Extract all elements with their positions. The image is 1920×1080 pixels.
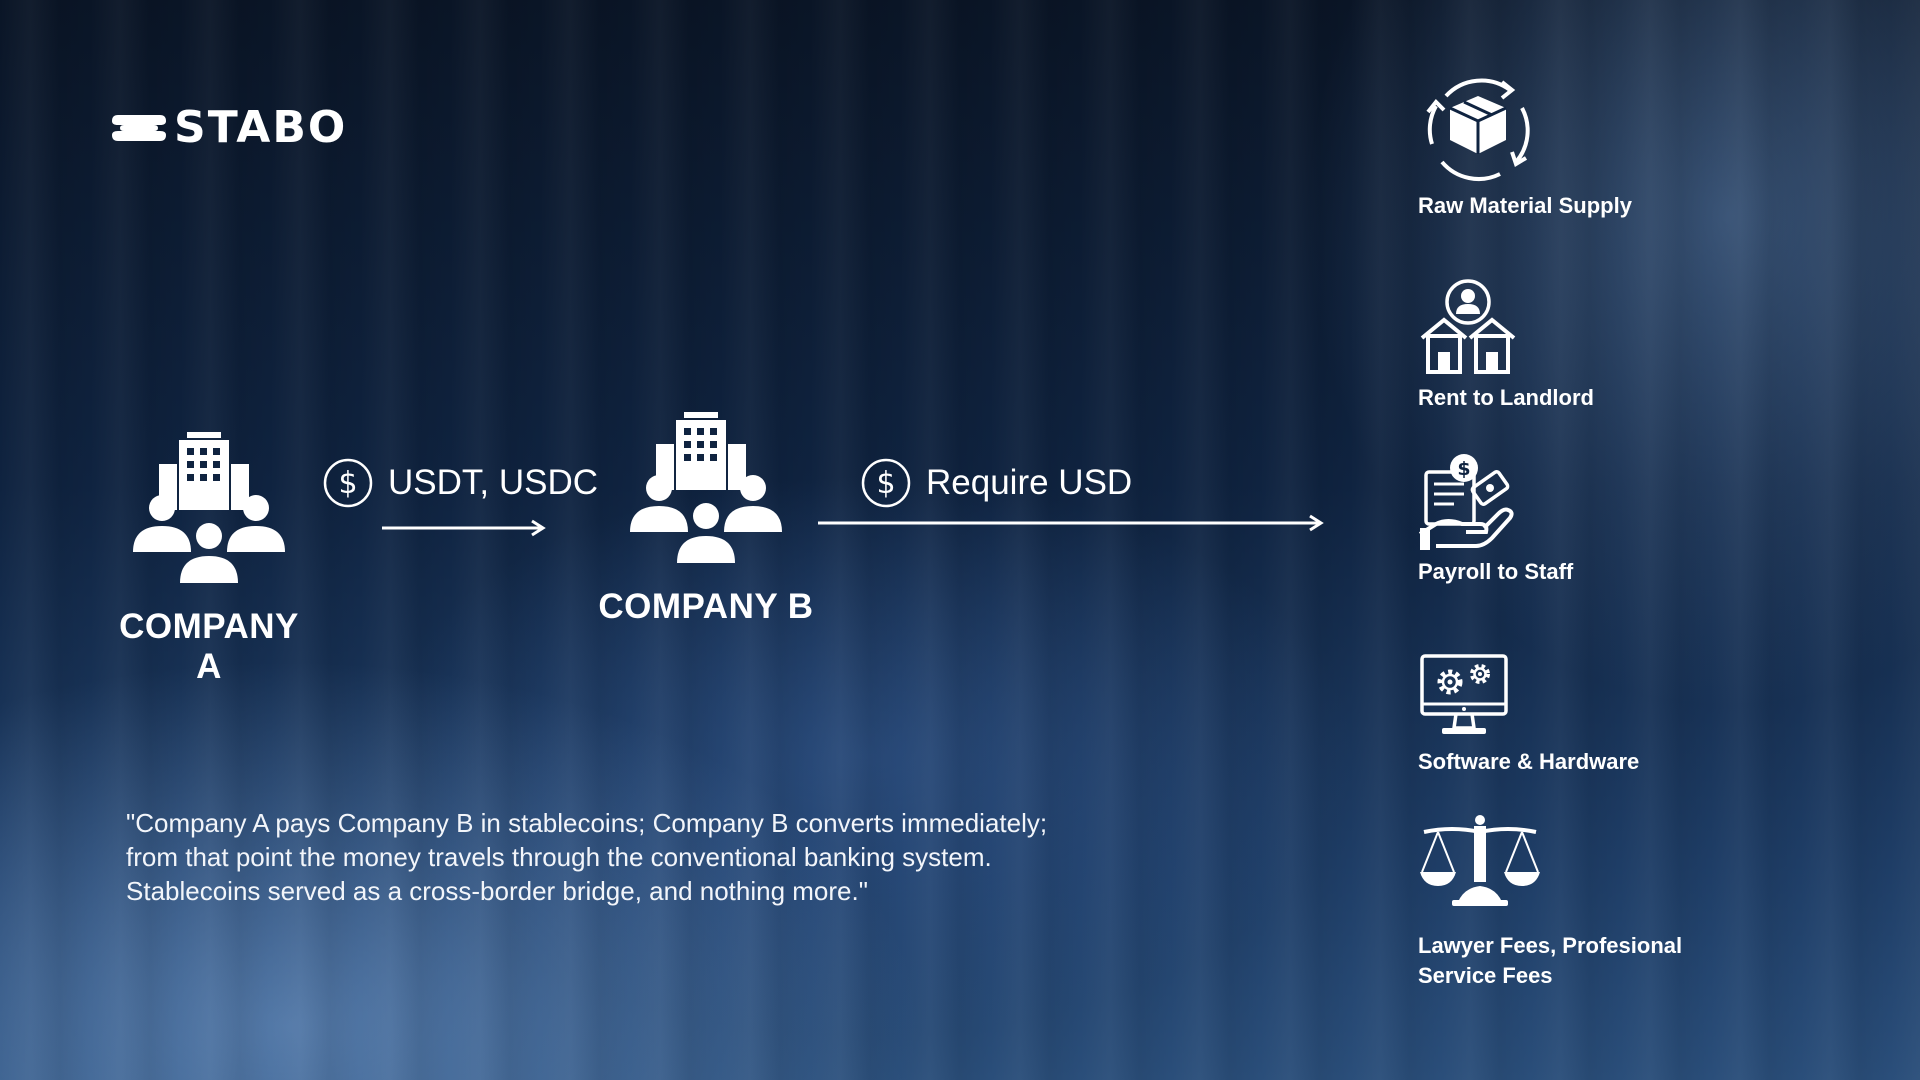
company-b-label: COMPANY B [598,587,814,626]
requirement-label: $ Require USD [860,457,1132,509]
computer-gears-icon [1420,654,1508,734]
quote-line: from that point the money travels throug… [126,842,992,872]
stabo-logo-icon [112,114,166,141]
expense-item-rent: Rent to Landlord [1418,278,1594,413]
company-b: COMPANY B [588,408,824,627]
payment-currency-text: USDT, USDC [388,463,599,502]
expense-item-payroll: $ Payroll to Staff [1418,452,1573,587]
svg-text:$: $ [876,466,895,501]
requirement-arrow [818,514,1324,532]
expense-label: Software & Hardware [1418,749,1640,774]
svg-text:$: $ [1457,458,1470,480]
expense-item-software-hardware: Software & Hardware [1418,652,1639,777]
company-building-people-icon [630,412,782,563]
payment-label: $ USDT, USDC [322,457,598,509]
expense-label: Payroll to Staff [1418,559,1574,584]
company-a-label: COMPANY A [119,607,299,686]
company-a: COMPANY A [104,428,314,687]
dollar-coin-icon: $ [861,458,911,508]
explanatory-quote: "Company A pays Company B in stablecoins… [126,806,1047,908]
expense-label: Raw Material Supply [1418,193,1632,218]
quote-line: "Company A pays Company B in stablecoins… [126,808,1048,838]
expense-label: Lawyer Fees, Profesional [1418,933,1683,958]
box-cycle-icon [1426,78,1530,181]
svg-text:$: $ [338,466,357,501]
expense-item-raw-material: Raw Material Supply [1418,66,1632,221]
quote-line: Stablecoins served as a cross-border bri… [126,876,868,906]
scales-icon [1420,815,1540,906]
payroll-hand-icon: $ [1418,454,1514,550]
requirement-currency-text: Require USD [926,463,1133,502]
expense-label-line2: Service Fees [1418,963,1553,988]
company-building-people-icon [133,432,285,583]
brand-name: STABO [174,102,348,153]
expense-item-lawyer-fees: Lawyer Fees, Profesional Service Fees [1418,812,1682,991]
payment-arrow [382,519,546,537]
stabo-logo: STABO [110,102,347,153]
dollar-coin-icon: $ [323,458,373,508]
landlord-houses-icon [1420,279,1516,374]
expense-label: Rent to Landlord [1418,385,1594,410]
